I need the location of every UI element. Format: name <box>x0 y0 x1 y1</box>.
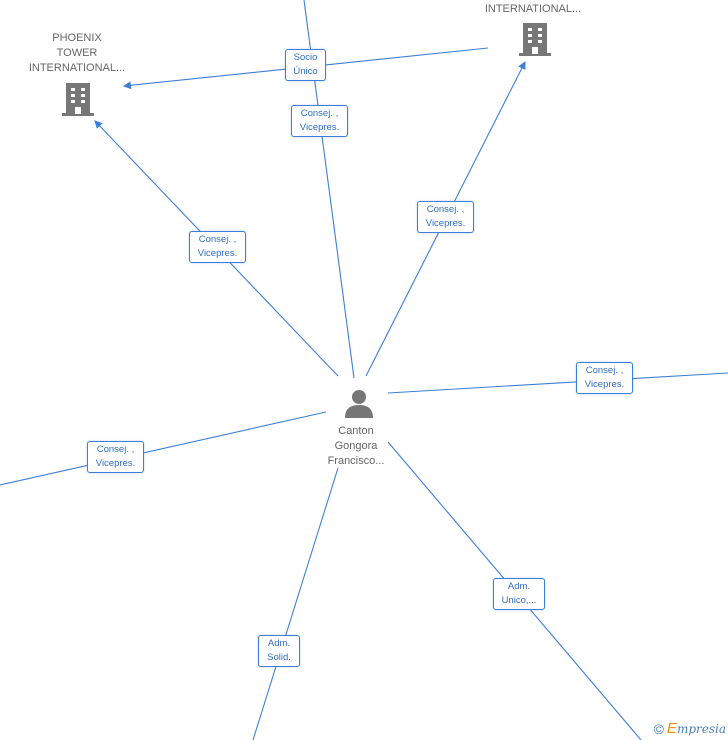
company-label-phoenix[interactable]: PHOENIX TOWER INTERNATIONAL... <box>28 32 126 74</box>
building-icon[interactable] <box>61 81 95 117</box>
edge-right <box>387 372 728 394</box>
edge-left <box>0 411 327 486</box>
person-icon[interactable] <box>343 388 375 420</box>
brand-logo: Empresia <box>666 720 726 737</box>
building-icon[interactable] <box>518 21 552 57</box>
edge-lower-left <box>252 467 339 740</box>
copyright-symbol: © <box>653 720 664 737</box>
person-label[interactable]: Canton Gongora Francisco... <box>327 425 385 467</box>
edge-label-adm-solid[interactable]: Adm. Solid. <box>258 635 300 667</box>
company-label-international[interactable]: INTERNATIONAL... <box>484 3 582 15</box>
edge-label-socio-unico[interactable]: Socio Único <box>285 49 326 81</box>
edge-label-consej-upper-right[interactable]: Consej. , Vicepres. <box>417 201 474 233</box>
edge-label-adm-unico[interactable]: Adm. Unico,... <box>493 578 545 610</box>
edge-label-consej-left[interactable]: Consej. , Vicepres. <box>87 441 144 473</box>
edge-label-consej-right[interactable]: Consej. , Vicepres. <box>576 362 633 394</box>
brand-footer: © Empresia <box>654 720 726 737</box>
edge-label-consej-top[interactable]: Consej. , Vicepres. <box>291 105 348 137</box>
edge-label-consej-upper-left[interactable]: Consej. , Vicepres. <box>189 231 246 263</box>
